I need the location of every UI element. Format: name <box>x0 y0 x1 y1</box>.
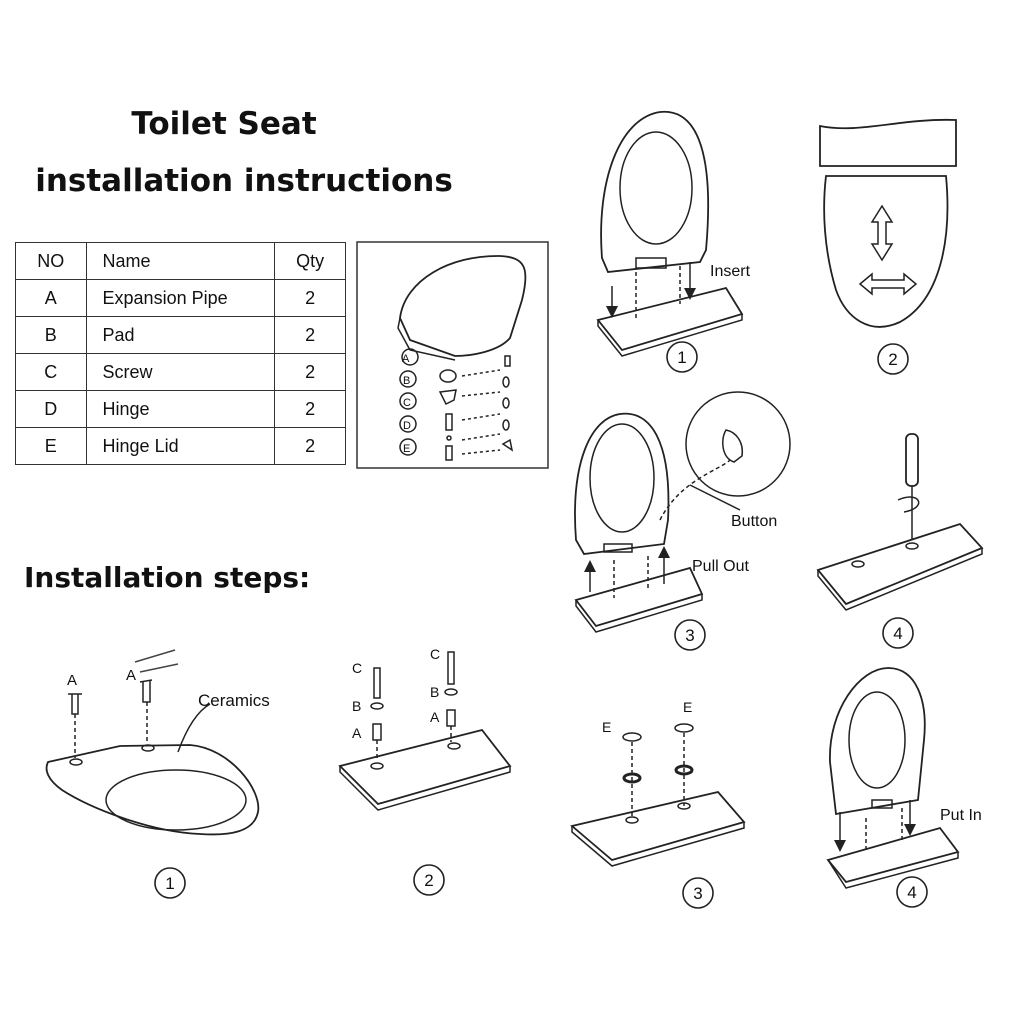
removal-step-4-badge <box>882 617 914 649</box>
zoom-detail-icon <box>685 391 791 497</box>
hinge-lid-icon <box>622 732 642 742</box>
part-label: C <box>430 646 440 662</box>
mounting-plate-icon <box>826 826 960 884</box>
screw-icon <box>373 667 381 699</box>
part-label: C <box>352 660 362 676</box>
install-step-3-badge <box>682 877 714 909</box>
install-step-4-badge <box>896 876 928 908</box>
part-label: B <box>430 684 439 700</box>
install-step-2-badge <box>413 864 445 896</box>
left-right-arrow-icon <box>858 272 918 296</box>
toilet-seat-top-icon <box>823 175 949 328</box>
part-label: E <box>683 699 692 715</box>
removal-step-3-badge <box>674 619 706 651</box>
pull-out-label: Pull Out <box>692 558 749 575</box>
put-in-label: Put In <box>940 807 982 824</box>
marker-b-letter: B <box>403 375 410 387</box>
removal-step-4-drawing <box>816 433 984 611</box>
part-qty: 2 <box>274 390 346 428</box>
installation-steps-heading: Installation steps: <box>24 561 311 594</box>
col-no-header: NO <box>15 242 87 280</box>
toilet-seat-icon <box>600 111 709 273</box>
step-number: 2 <box>888 350 897 369</box>
marker-d <box>399 415 417 433</box>
install-step-4-drawing <box>826 667 960 889</box>
removal-step-2-drawing <box>819 118 957 328</box>
table-row: E Hinge Lid 2 <box>15 427 346 465</box>
screw-icon <box>447 651 455 685</box>
removal-step-2-badge <box>877 343 909 375</box>
part-label: A <box>67 672 77 689</box>
table-row: D Hinge 2 <box>15 390 346 428</box>
part-qty: 2 <box>274 279 346 317</box>
expansion-pipe-icon <box>372 723 382 741</box>
title-line-1: Toilet Seat <box>131 106 317 142</box>
part-qty: 2 <box>274 427 346 465</box>
step-number: 1 <box>165 874 174 893</box>
marker-b <box>399 370 417 388</box>
install-step-1-badge <box>154 867 186 899</box>
marker-d-letter: D <box>403 420 411 432</box>
up-down-arrow-icon <box>870 204 894 262</box>
marker-c <box>399 392 417 410</box>
seat-lid-icon <box>399 255 527 357</box>
water-tank-icon <box>819 118 957 167</box>
part-no: C <box>15 353 87 391</box>
toilet-seat-icon <box>829 667 926 816</box>
expansion-pipe-icon <box>139 679 153 703</box>
parts-diagram <box>356 241 549 469</box>
toilet-seat-icon <box>574 412 670 555</box>
mounting-plate-icon <box>574 566 704 628</box>
step-number: 3 <box>685 626 694 645</box>
mounting-plate-icon <box>338 728 512 806</box>
step-number: 4 <box>893 624 902 643</box>
part-label: A <box>126 667 136 684</box>
install-step-3-drawing <box>570 723 746 867</box>
step-number: 3 <box>693 884 702 903</box>
insert-label: Insert <box>710 263 751 280</box>
expansion-pipe-icon <box>446 709 456 727</box>
col-qty-header: Qty <box>274 242 346 280</box>
screwdriver-icon <box>905 433 919 487</box>
part-no: E <box>15 427 87 465</box>
marker-c-letter: C <box>403 397 411 409</box>
parts-table-header: NO Name Qty <box>15 242 346 280</box>
part-name: Expansion Pipe <box>85 279 276 317</box>
marker-e-letter: E <box>403 443 410 455</box>
ceramics-label: Ceramics <box>198 691 270 710</box>
table-row: A Expansion Pipe 2 <box>15 279 346 317</box>
part-name: Hinge Lid <box>85 427 276 465</box>
mounting-plate-icon <box>570 791 746 861</box>
table-row: B Pad 2 <box>15 316 346 354</box>
part-name: Hinge <box>85 390 276 428</box>
marker-a-letter: A <box>402 353 410 365</box>
button-label: Button <box>731 513 777 530</box>
title-line-2: installation instructions <box>35 163 453 199</box>
marker-e <box>399 438 417 456</box>
removal-step-1-drawing <box>596 111 744 357</box>
part-label: E <box>602 719 611 735</box>
install-step-2-drawing <box>338 651 512 811</box>
part-label: B <box>352 698 361 714</box>
mounting-plate-icon <box>596 286 744 352</box>
marker-a <box>401 348 419 366</box>
step-number: 2 <box>424 871 433 890</box>
removal-step-3-drawing <box>574 391 791 633</box>
install-step-1-drawing <box>45 649 260 836</box>
part-label: A <box>430 709 440 725</box>
expansion-pipe-icon <box>68 693 82 715</box>
part-no: B <box>15 316 87 354</box>
step-number: 4 <box>907 883 916 902</box>
toilet-bowl-icon <box>45 744 260 836</box>
parts-table: NO Name Qty A Expansion Pipe 2 B Pad 2 C… <box>15 242 346 465</box>
step-number: 1 <box>677 348 686 367</box>
part-label: A <box>352 725 362 741</box>
removal-step-1-badge <box>666 341 698 373</box>
hinge-lid-icon <box>674 723 694 733</box>
